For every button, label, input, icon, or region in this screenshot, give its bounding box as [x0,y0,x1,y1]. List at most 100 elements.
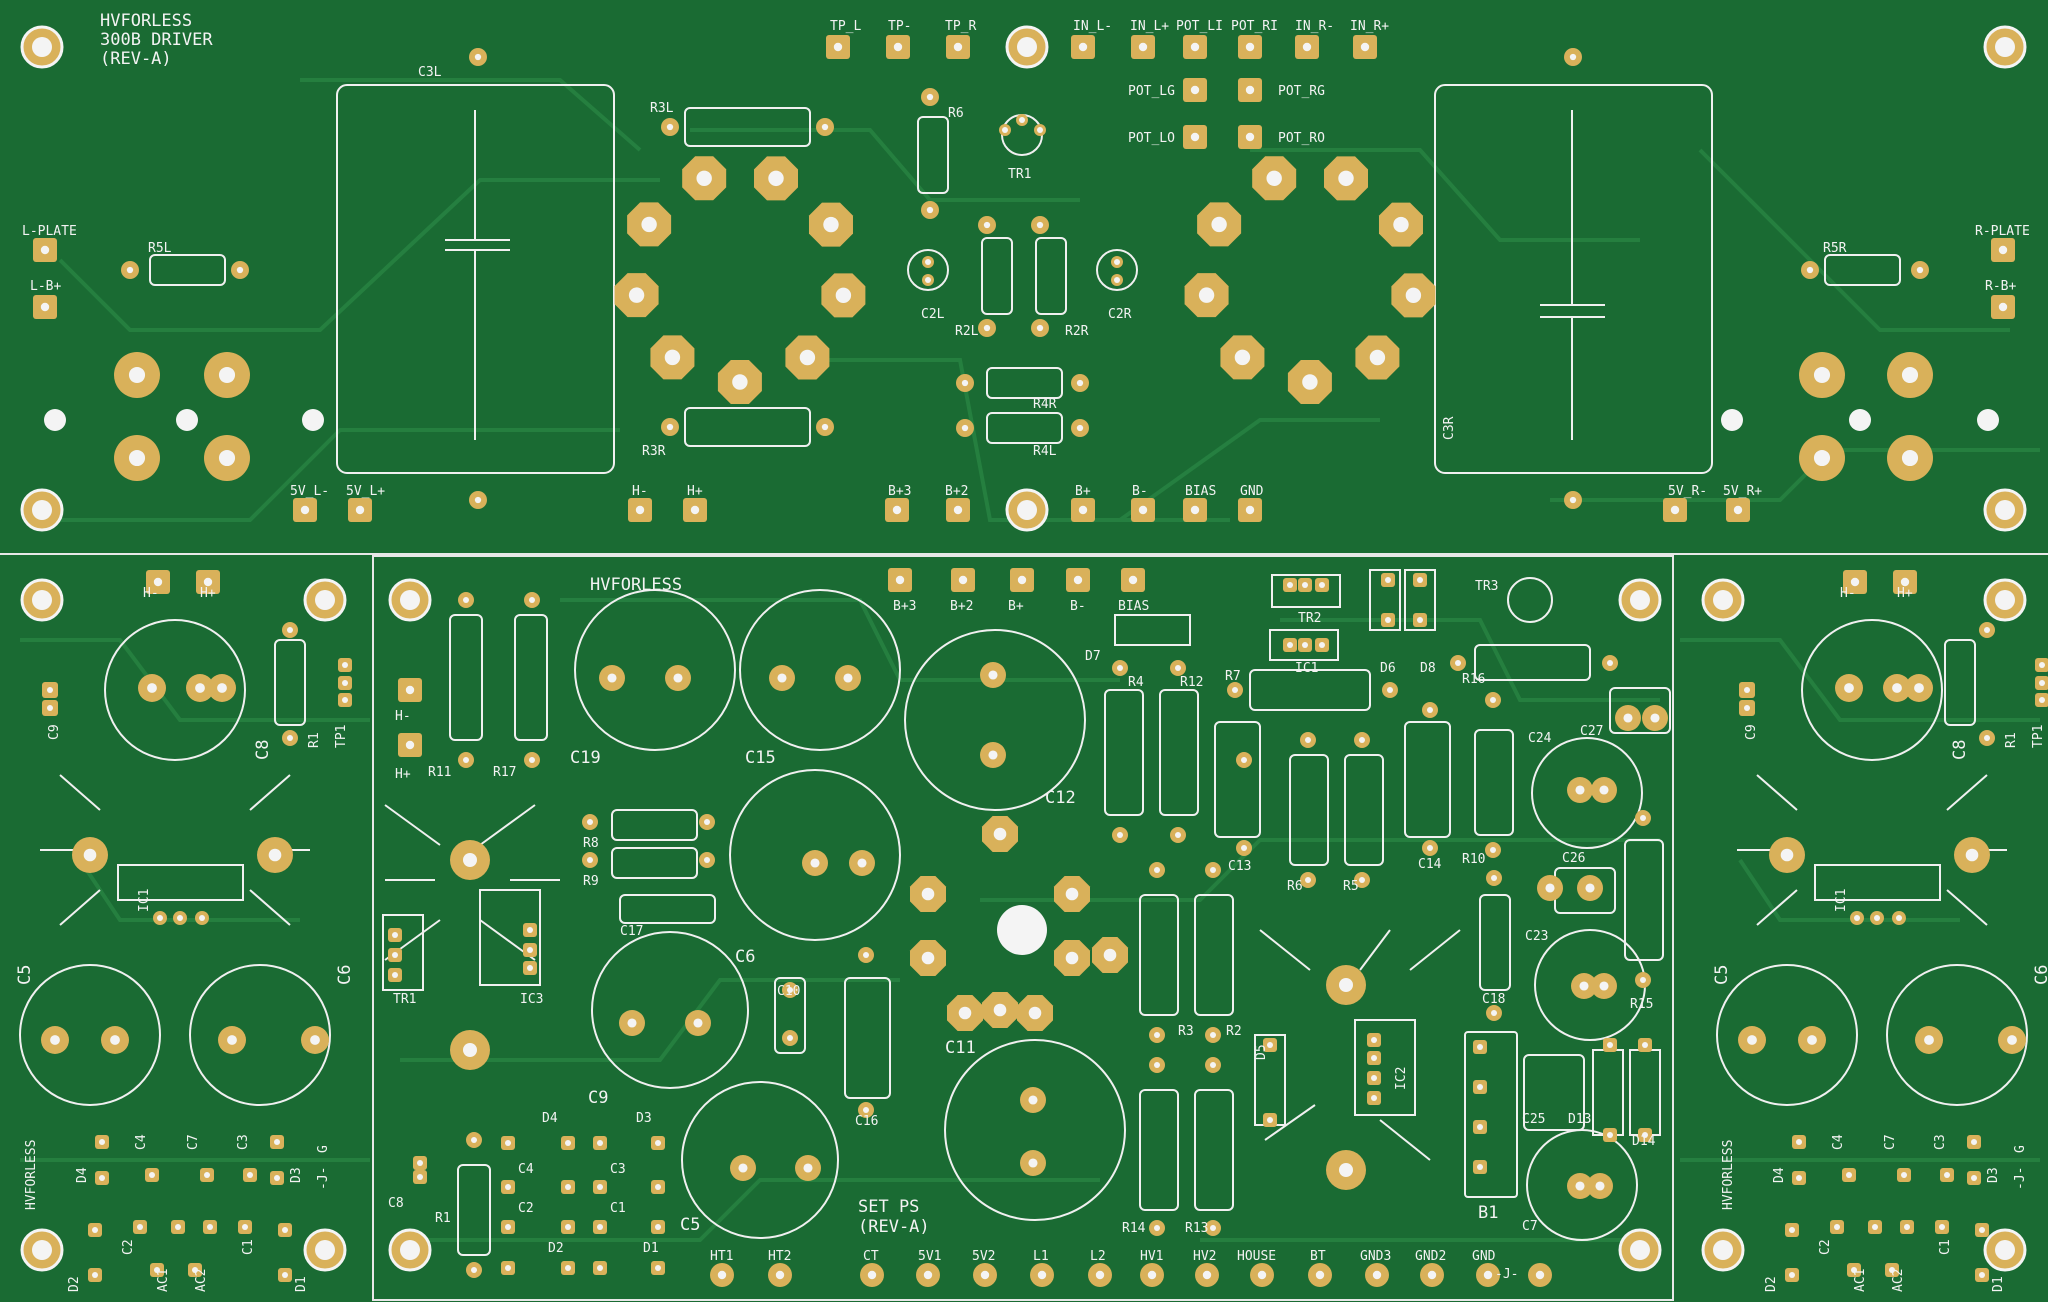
side-label-d3: D3 [289,1167,304,1183]
side-label-r1: R1 [2004,732,2019,748]
ps-label-r17: R17 [493,765,516,780]
pad-drill [1065,887,1079,901]
pad-drill [1211,216,1227,233]
side-label-ac2: AC2 [194,1269,209,1292]
pad-drill [983,324,991,332]
pad-drill [227,1035,237,1045]
side-label-c7: C7 [1883,1134,1898,1150]
pad-drill [153,577,163,587]
ps-label-c23: C23 [1525,929,1548,944]
pad-drill [1575,785,1585,795]
pad-drill [417,1174,423,1180]
pad-drill [471,1137,477,1143]
pad-drill [1796,1139,1802,1145]
pad-drill [128,449,146,467]
pad-drill [993,1003,1007,1017]
pad-drill [1065,951,1079,965]
side-label-c6: C6 [2032,965,2048,985]
pad-drill [953,505,963,515]
side-label-ic1: IC1 [137,889,152,912]
pad-drill [1896,915,1902,921]
pad-drill [1190,132,1200,142]
pad-drill [99,1139,105,1145]
pad-drill [1198,287,1215,303]
ps-label-l2: L2 [1090,1249,1106,1264]
pad-drill [1796,1175,1802,1181]
mounting-hole [315,1240,335,1260]
pad-drill [607,673,617,683]
copper-traces [20,78,2040,1242]
pad-drill [1037,1270,1047,1280]
pad-drill [1305,877,1311,883]
side-label-d4: D4 [75,1167,90,1183]
mounting-holes [20,25,2027,1272]
pad-drill [777,673,787,683]
pad-drill [1427,707,1433,713]
pad-drill [1339,1163,1353,1177]
label-pot-li: POT_LI [1176,19,1223,34]
pad-drill [207,1224,213,1230]
side-label-c4: C4 [134,1134,149,1150]
pad-drill [217,683,227,693]
pad-drill [1315,1270,1325,1280]
pad-drill [1385,617,1391,623]
pad-drill [1575,1181,1585,1191]
side-label-c6: C6 [335,965,355,985]
mounting-hole [1017,500,1037,520]
ps-label-gnd: GND [1472,1249,1496,1264]
label-r-plate: R-PLATE [1975,224,2030,239]
pad-drill [204,1172,210,1178]
mounting-hole [1017,37,1037,57]
label-r2l: R2L [955,324,979,339]
title-line-3: (REV-A) [100,49,172,69]
ps-label-ic1: IC1 [1295,661,1318,676]
pad-drill [843,673,853,683]
label-c3r: C3R [1442,416,1457,440]
pad-drill [1154,867,1160,873]
label-tr1: TR1 [1008,167,1031,182]
ps-label-gnd3: GND3 [1360,1249,1391,1264]
ps-label-bplus3: B+3 [893,599,916,614]
pad-drill [287,735,293,741]
pad-drill [1491,875,1497,881]
ps-board-silkscreen: HVFORLESS SET PS (REV-A) B+3 B+2 B+ B- B… [388,575,1656,1282]
ps-label-d5: D5 [1254,1044,1269,1060]
pad-drill [1232,687,1238,693]
pad-drill [1569,53,1577,61]
pad-drill [1939,1224,1945,1230]
pad-drill [2007,1035,2017,1045]
mounting-hole [400,590,420,610]
pad-drill [310,1035,320,1045]
ps-label-ht2: HT2 [768,1249,791,1264]
pad-drill [1036,324,1044,332]
pad-drill [1147,1270,1157,1280]
pad-drill [1302,642,1308,648]
pad-drill [893,42,903,52]
pad-drill [1789,1272,1795,1278]
pad-drill [1393,216,1409,233]
pad-drill [177,915,183,921]
ps-label-d8: D8 [1420,661,1436,676]
side-label-h-plus: H+ [1897,586,1913,601]
pad-drill [1417,617,1423,623]
pad-drill [1369,349,1386,366]
pad-drill [236,266,244,274]
label-c3l: C3L [418,65,442,80]
pad-drill [242,1224,248,1230]
side-label-c8: C8 [253,740,273,760]
npth-hole [176,409,198,431]
pad-drill [203,577,213,587]
pad-drill [1245,132,1255,142]
pad-drill [597,1184,603,1190]
pad-drill [1245,42,1255,52]
pad-drill [1338,170,1354,187]
pad-drill [1371,1037,1377,1043]
pad-drill [641,216,657,233]
pad-drill [587,819,593,825]
mounting-hole [32,1240,52,1260]
ps-label-c10: C10 [777,984,800,999]
pad-drill [175,1224,181,1230]
pad-drill [1483,1270,1493,1280]
pad-drill [199,915,205,921]
pad-drill [664,349,681,366]
